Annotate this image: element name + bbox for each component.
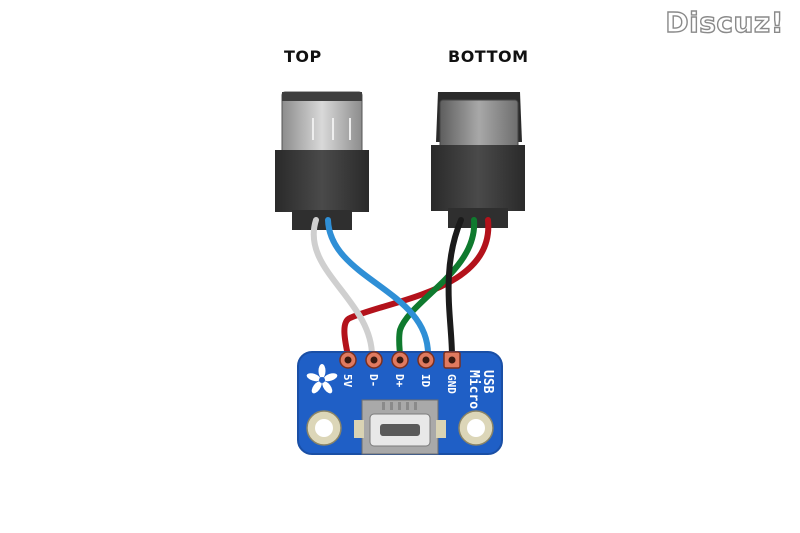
top-plug-housing (275, 150, 369, 212)
top-plug-strain-relief (292, 210, 352, 230)
pin-label-gnd: GND (445, 374, 458, 394)
top-connector-label: TOP (284, 47, 322, 66)
wire-bundle (310, 217, 492, 359)
board-pin-pads (339, 351, 461, 369)
top-plug-shell-rim (282, 92, 362, 101)
wire-white-d-minus (310, 217, 375, 359)
wire-green-d-plus (396, 217, 478, 359)
mounting-holes (306, 410, 494, 446)
wire-black-gnd (445, 217, 464, 359)
top-micro-usb-plug (275, 91, 369, 230)
wire-blue-id (325, 217, 432, 359)
wire-red-5v (341, 217, 492, 359)
micro-usb-jack (354, 399, 446, 455)
pin-label-d-minus: D- (367, 374, 380, 387)
bottom-plug-housing (431, 145, 525, 211)
pin-label-id: ID (419, 374, 432, 388)
discuz-watermark: Discuz! (665, 5, 785, 39)
board-title-micro: Micro (466, 370, 481, 409)
pin-label-d-plus: D+ (393, 374, 406, 388)
adafruit-flower-logo (306, 364, 338, 394)
board-title-usb: USB (480, 370, 495, 394)
bottom-micro-usb-plug (431, 92, 525, 228)
pin-label-5v: 5V (341, 374, 354, 388)
usb-micro-breakout-board: 5V D- D+ ID GND USB Micro (297, 351, 503, 455)
bottom-connector-label: BOTTOM (448, 47, 529, 66)
